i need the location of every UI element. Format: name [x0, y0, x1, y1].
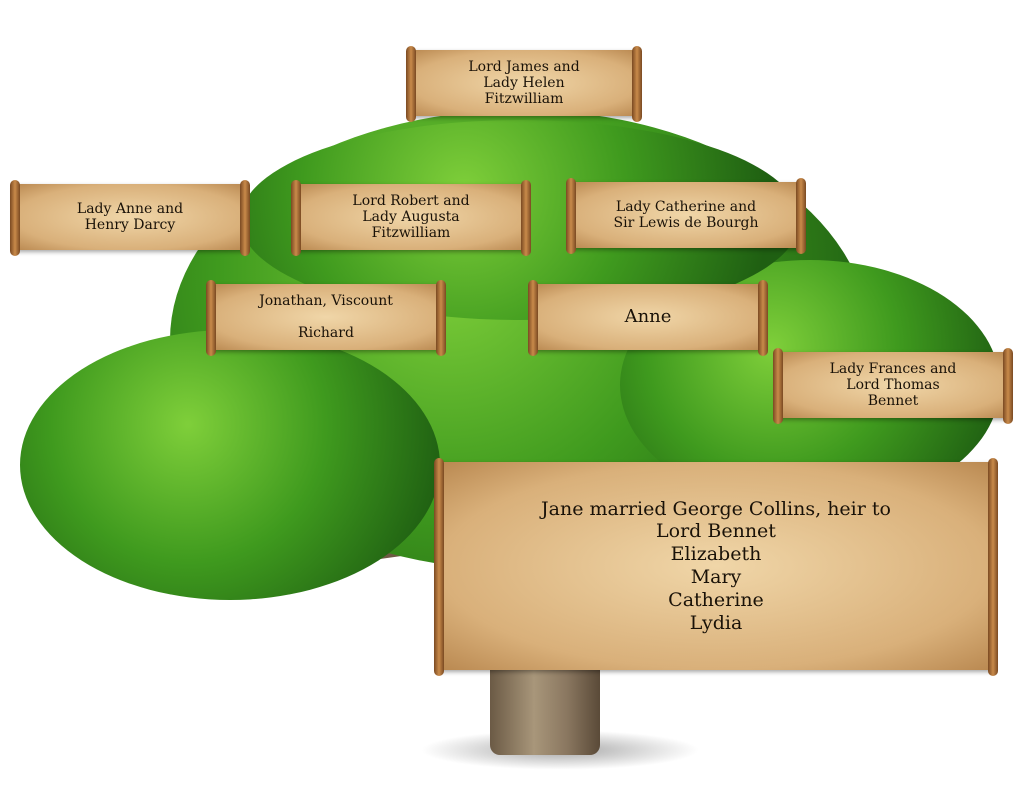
node-lord-robert-fitzwilliam: Lord Robert and Lady Augusta Fitzwilliam	[291, 180, 531, 256]
node-label: Anne	[624, 305, 672, 327]
tree-canopy-left	[20, 330, 440, 600]
node-lady-anne-darcy: Lady Anne and Henry Darcy	[10, 180, 250, 256]
node-label: Lord James and Lady Helen Fitzwilliam	[468, 58, 580, 108]
node-label: Lady Anne and Henry Darcy	[76, 200, 184, 233]
node-bennet-children: Jane married George Collins, heir to Lor…	[434, 458, 998, 676]
node-label: Jonathan, Viscount Richard	[259, 292, 393, 342]
node-label: Lady Catherine and Sir Lewis de Bourgh	[613, 198, 759, 231]
node-lady-catherine-de-bourgh: Lady Catherine and Sir Lewis de Bourgh	[566, 178, 806, 254]
node-lord-james-fitzwilliam: Lord James and Lady Helen Fitzwilliam	[406, 46, 642, 122]
node-label: Lord Robert and Lady Augusta Fitzwilliam	[352, 192, 470, 242]
node-anne: Anne	[528, 280, 768, 356]
node-label: Jane married George Collins, heir to Lor…	[541, 497, 891, 634]
node-jonathan-richard: Jonathan, Viscount Richard	[206, 280, 446, 356]
node-lady-frances-bennet: Lady Frances and Lord Thomas Bennet	[773, 348, 1013, 424]
node-label: Lady Frances and Lord Thomas Bennet	[829, 360, 957, 410]
